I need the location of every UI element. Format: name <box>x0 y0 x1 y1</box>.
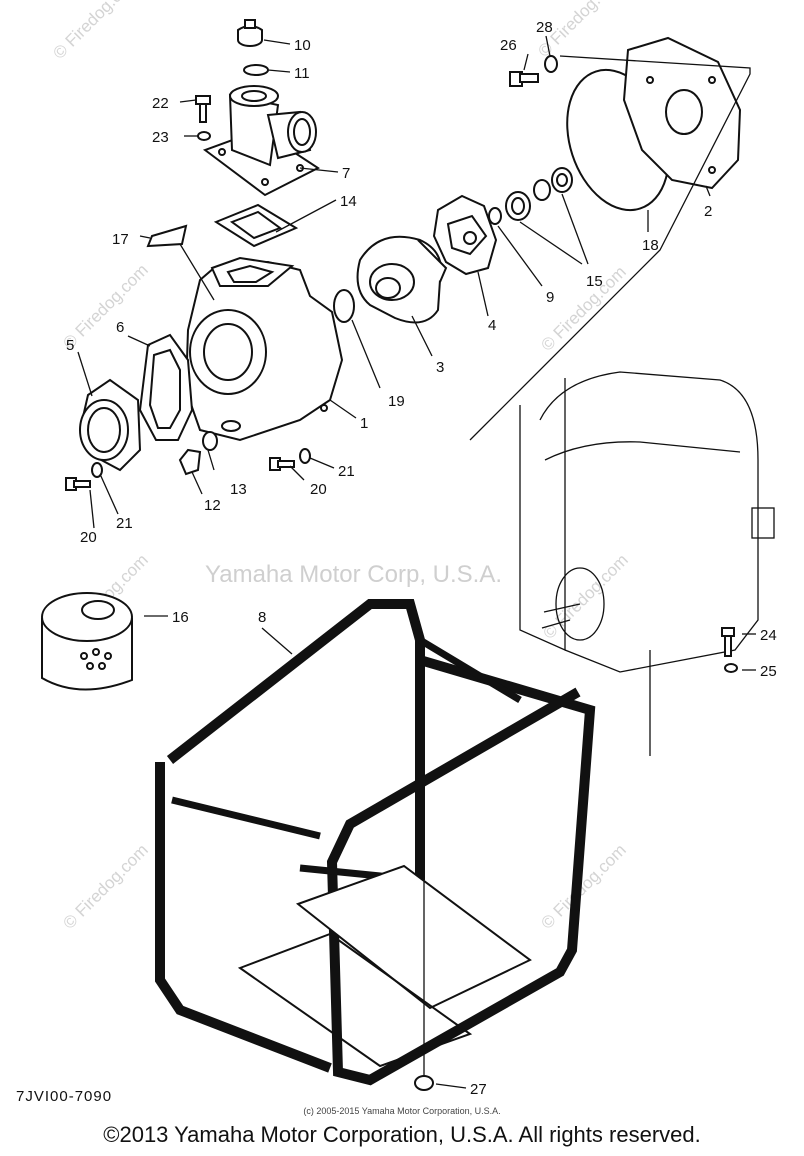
part-16-strainer <box>41 592 133 691</box>
part-12-drain-plug <box>178 448 202 476</box>
part-20-bolt <box>269 457 295 471</box>
callout-25: 25 <box>760 663 777 680</box>
part-14-gasket <box>213 203 299 248</box>
callout-16: 16 <box>172 609 189 626</box>
part-17-label <box>146 224 188 248</box>
callout-24: 24 <box>760 627 777 644</box>
part-4-impeller <box>432 194 498 276</box>
watermark-site: © Firedog.com <box>539 550 631 642</box>
callout-12: 12 <box>204 497 221 514</box>
part-1-pump-casing <box>184 256 344 442</box>
part-5-inlet-flange <box>78 378 142 472</box>
part-11-o-ring <box>243 64 269 76</box>
callout-26: 26 <box>500 37 517 54</box>
watermark-site: © Firedog.com <box>49 0 141 63</box>
callout-5: 5 <box>66 337 74 354</box>
part-8-frame <box>155 599 596 1086</box>
watermark-site: © Firedog.com <box>537 262 629 354</box>
part-9-washer <box>488 207 502 225</box>
leader-lines <box>77 35 756 1089</box>
part-6-gasket <box>138 333 194 441</box>
callout-9: 9 <box>546 289 554 306</box>
part-23-washer <box>197 131 211 141</box>
callout-7: 7 <box>342 165 350 182</box>
part-22-bolt <box>195 95 211 123</box>
part-19-o-ring <box>333 289 355 323</box>
callout-6: 6 <box>116 319 124 336</box>
callout-2: 2 <box>704 203 712 220</box>
part-10-cap <box>237 19 263 47</box>
part-13-o-ring <box>202 431 218 451</box>
callout-1: 1 <box>360 415 368 432</box>
callout-14: 14 <box>340 193 357 210</box>
callout-13: 13 <box>230 481 247 498</box>
copyright-notice: ©2013 Yamaha Motor Corporation, U.S.A. A… <box>103 1122 701 1147</box>
part-26-bolt <box>509 71 539 87</box>
part-15-mechanical-seal <box>505 167 573 221</box>
part-20-bolt <box>65 477 91 491</box>
callout-11: 11 <box>294 65 310 82</box>
watermark-main: Yamaha Motor Corp, U.S.A. <box>205 561 502 588</box>
diagram-code: 7JVI00-7090 <box>16 1088 113 1105</box>
callout-28: 28 <box>536 19 553 36</box>
part-3-volute <box>356 235 448 324</box>
callout-8: 8 <box>258 609 266 626</box>
callout-15: 15 <box>586 273 603 290</box>
small-copyright: (c) 2005-2015 Yamaha Motor Corporation, … <box>303 1106 501 1116</box>
part-7-outlet-elbow <box>202 85 320 197</box>
callout-19: 19 <box>388 393 405 410</box>
callout-27: 27 <box>470 1081 487 1098</box>
callout-3: 3 <box>436 359 444 376</box>
part-27-nut <box>414 1075 434 1091</box>
part-24-bolt <box>721 627 735 657</box>
callout-21: 21 <box>338 463 355 480</box>
callout-18: 18 <box>642 237 659 254</box>
part-21-washer <box>299 448 311 464</box>
callout-20: 20 <box>80 529 97 546</box>
callout-23: 23 <box>152 129 169 146</box>
callout-21: 21 <box>116 515 133 532</box>
callout-labels: 10 11 22 23 7 14 17 6 5 1 12 13 20 21 20… <box>66 19 777 1098</box>
engine-outline <box>519 371 775 673</box>
part-21-washer <box>91 462 103 478</box>
callout-20: 20 <box>310 481 327 498</box>
part-28-washer <box>544 55 558 73</box>
callout-17: 17 <box>112 231 129 248</box>
callout-10: 10 <box>294 37 311 54</box>
part-25-washer <box>724 663 738 673</box>
callout-22: 22 <box>152 95 169 112</box>
callout-4: 4 <box>488 317 496 334</box>
watermark-site: © Firedog.com <box>59 840 151 932</box>
